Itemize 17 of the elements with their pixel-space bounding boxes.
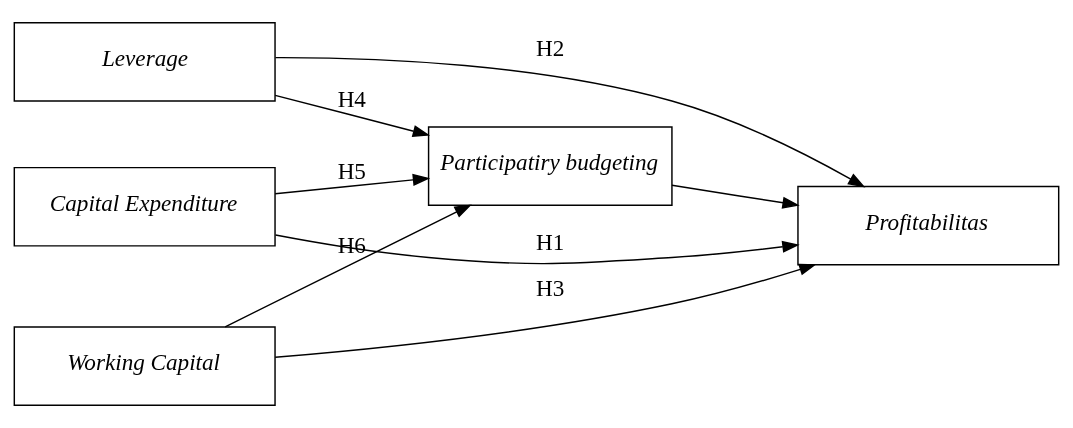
arrow [274,56,866,188]
edge-label: H3 [536,275,565,302]
edge-label: H1 [536,228,565,255]
arrow [274,234,800,265]
node-box: Profitabilitas [797,185,1060,266]
node-box: Participatiry budgeting [427,126,673,207]
arrow [274,173,431,195]
arrow [671,184,800,209]
node-box: Leverage [13,22,276,102]
arrow [274,94,431,137]
arrow [224,204,472,328]
edge-label: H4 [337,85,366,112]
node-box: Working Capital [13,326,276,406]
node-box: Capital Expenditure [13,166,276,247]
arrow [274,263,817,359]
edge-label: H5 [337,157,366,184]
edge-label: H2 [536,34,565,61]
